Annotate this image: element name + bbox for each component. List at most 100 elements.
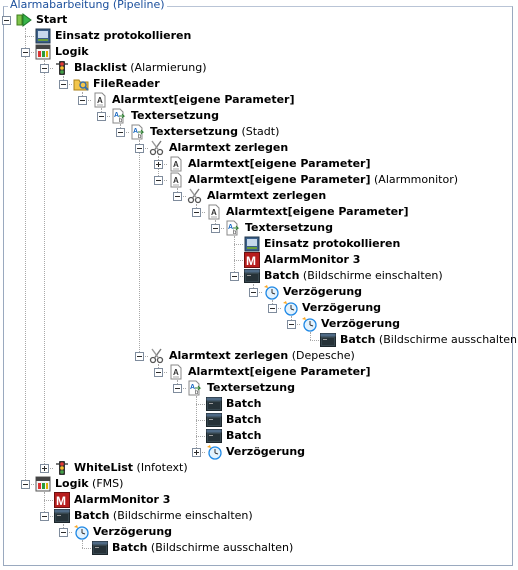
tree-node[interactable]: Alarmtext zerlegen (Depesche) [149,348,355,364]
collapse-toggle[interactable] [249,288,258,297]
tree-node[interactable]: Einsatz protokollieren [244,236,400,252]
node-label: Textersetzung [245,220,333,236]
node-label: Verzögerung [93,524,172,540]
node-label: Logik (FMS) [55,476,123,492]
collapse-toggle[interactable] [40,512,49,521]
tree-node[interactable]: Verzögerung [263,284,362,300]
node-name: Alarmtext zerlegen [207,189,327,202]
collapse-toggle[interactable] [173,384,182,393]
node-name: Batch [226,397,262,410]
collapse-toggle[interactable] [116,128,125,137]
collapse-toggle[interactable] [135,144,144,153]
tree-node[interactable]: Alarmtext zerlegen [187,188,326,204]
node-name: Textersetzung [207,381,295,394]
collapse-toggle[interactable] [154,176,163,185]
svg-text:b: b [138,134,142,140]
node-label: Alarmtext[eigene Parameter] [112,92,295,108]
svg-text:A: A [190,384,195,391]
collapse-toggle[interactable] [173,192,182,201]
node-name: Verzögerung [283,285,363,298]
tree-node[interactable]: WhiteList (Infotext) [54,460,188,476]
collapse-toggle[interactable] [21,48,30,57]
tree-node[interactable]: A Alarmtext[eigene Parameter] [168,364,371,380]
tree-node[interactable]: Start [16,12,67,28]
collapse-toggle[interactable] [40,64,49,73]
batch-icon [320,332,336,348]
tree-node[interactable]: Blacklist (Alarmierung) [54,60,207,76]
expand-toggle[interactable] [154,160,163,169]
tree-node[interactable]: Batch [206,412,261,428]
tree-node[interactable]: Batch [206,428,261,444]
file-reader-icon [73,76,89,92]
expand-toggle[interactable] [40,464,49,473]
node-label: AlarmMonitor 3 [74,492,170,508]
svg-text:M: M [56,494,66,508]
tree-node[interactable]: Batch (Bildschirme ausschalten) [92,540,293,556]
collapse-toggle[interactable] [211,224,220,233]
collapse-toggle[interactable] [230,272,239,281]
svg-text:A: A [173,368,179,377]
tree-node[interactable]: Alarmtext zerlegen [149,140,288,156]
batch-icon [92,540,108,556]
tree-node[interactable]: FileReader [73,76,160,92]
collapse-toggle[interactable] [135,352,144,361]
node-label: Start [36,12,67,28]
tree-node[interactable]: Einsatz protokollieren [35,28,191,44]
collapse-toggle[interactable] [78,96,87,105]
expand-toggle[interactable] [192,448,201,457]
tree-connector [234,244,243,245]
tree-node[interactable]: Verzögerung [301,316,400,332]
text-parameter-icon: A [92,92,108,108]
tree-connector [25,36,34,37]
collapse-toggle[interactable] [97,112,106,121]
node-label: Alarmtext[eigene Parameter] [188,364,371,380]
collapse-toggle[interactable] [59,80,68,89]
node-label: Alarmtext[eigene Parameter] [188,156,371,172]
tree-node[interactable]: M AlarmMonitor 3 [54,492,170,508]
text-parameter-icon: A [168,172,184,188]
node-name: Logik [55,477,89,490]
tree-node[interactable]: Verzögerung [282,300,381,316]
delay-icon [301,316,317,332]
tree-node[interactable]: Batch (Bildschirme einschalten) [54,508,253,524]
alarm-monitor-icon: M [54,492,70,508]
collapse-toggle[interactable] [268,304,277,313]
node-name: Einsatz protokollieren [55,29,192,42]
collapse-toggle[interactable] [2,16,11,25]
tree-connector [44,492,45,516]
collapse-toggle[interactable] [287,320,296,329]
node-name: WhiteList [74,461,134,474]
collapse-toggle[interactable] [154,368,163,377]
node-label: FileReader [93,76,160,92]
node-name: Alarmtext zerlegen [169,349,289,362]
node-name: Verzögerung [226,445,306,458]
tree-node[interactable]: Verzögerung [73,524,172,540]
node-label: Textersetzung [131,108,219,124]
svg-text:A: A [173,176,179,185]
tree-node[interactable]: Batch [206,396,261,412]
collapse-toggle[interactable] [21,480,30,489]
node-name: AlarmMonitor 3 [74,493,171,506]
tree-node[interactable]: Logik [35,44,89,60]
tree-node[interactable]: Batch (Bildschirme ausschalten) [320,332,518,348]
tree-node[interactable]: Verzögerung [206,444,305,460]
collapse-toggle[interactable] [192,208,201,217]
node-label: Batch (Bildschirme ausschalten) [340,332,518,348]
tree-node[interactable]: Logik (FMS) [35,476,123,492]
tree-node[interactable]: Batch (Bildschirme einschalten) [244,268,443,284]
node-name: Textersetzung [131,109,219,122]
batch-icon [54,508,70,524]
node-name: FileReader [93,77,160,90]
collapse-toggle[interactable] [59,528,68,537]
